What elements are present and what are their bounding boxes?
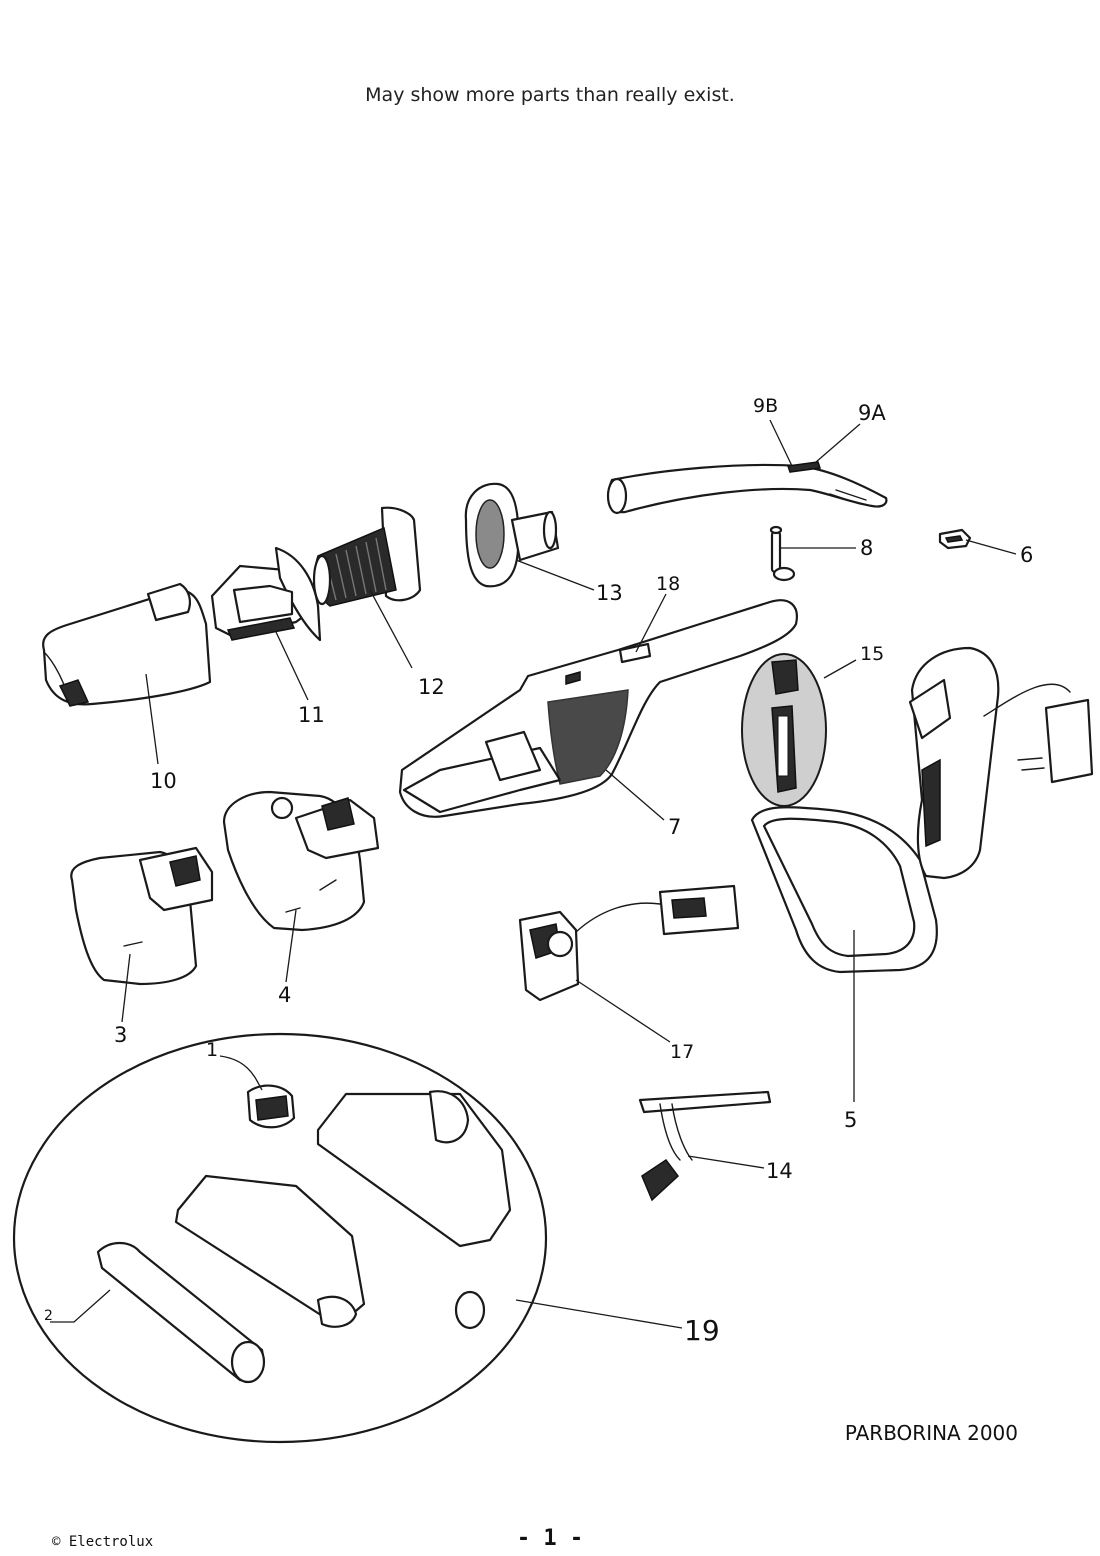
part-6-clip	[938, 528, 972, 550]
model-name: PARBORINA 2000	[844, 1421, 1018, 1445]
label-13: 13	[596, 581, 623, 605]
label-7: 7	[668, 815, 681, 839]
label-17: 17	[670, 1041, 694, 1063]
leader-lines	[50, 419, 1017, 1329]
part-13-cyclone	[464, 482, 560, 588]
part-8-pin	[769, 525, 796, 582]
part-15-connector	[741, 653, 827, 807]
label-1: 1	[206, 1039, 218, 1061]
part-11-prefilter	[210, 546, 322, 642]
part-19-brush-head	[12, 1032, 548, 1444]
part-3-cover	[70, 846, 214, 986]
label-2: 2	[44, 1308, 53, 1324]
label-11: 11	[298, 703, 325, 727]
part-12-filter	[312, 506, 422, 607]
part-14-lever	[638, 1090, 772, 1202]
label-9b: 9B	[753, 395, 778, 417]
label-19: 19	[684, 1314, 720, 1347]
part-9-handle	[606, 461, 888, 515]
label-6: 6	[1020, 543, 1033, 567]
part-7-body	[398, 599, 798, 818]
page-number: - 1 -	[516, 1526, 584, 1551]
label-12: 12	[418, 675, 445, 699]
label-10: 10	[150, 769, 177, 793]
label-5: 5	[844, 1108, 857, 1132]
label-15: 15	[860, 643, 884, 665]
label-9a: 9A	[858, 401, 886, 425]
label-18: 18	[656, 573, 680, 595]
copyright: © Electrolux	[52, 1534, 154, 1550]
part-5-base	[750, 646, 1094, 974]
label-4: 4	[278, 983, 291, 1007]
label-8: 8	[860, 536, 873, 560]
disclaimer-note: May show more parts than really exist.	[365, 84, 735, 106]
label-3: 3	[114, 1023, 127, 1047]
part-4-cover	[222, 790, 380, 932]
part-10-container	[42, 582, 212, 707]
part-17-harness	[518, 884, 740, 1002]
label-14: 14	[766, 1159, 793, 1183]
